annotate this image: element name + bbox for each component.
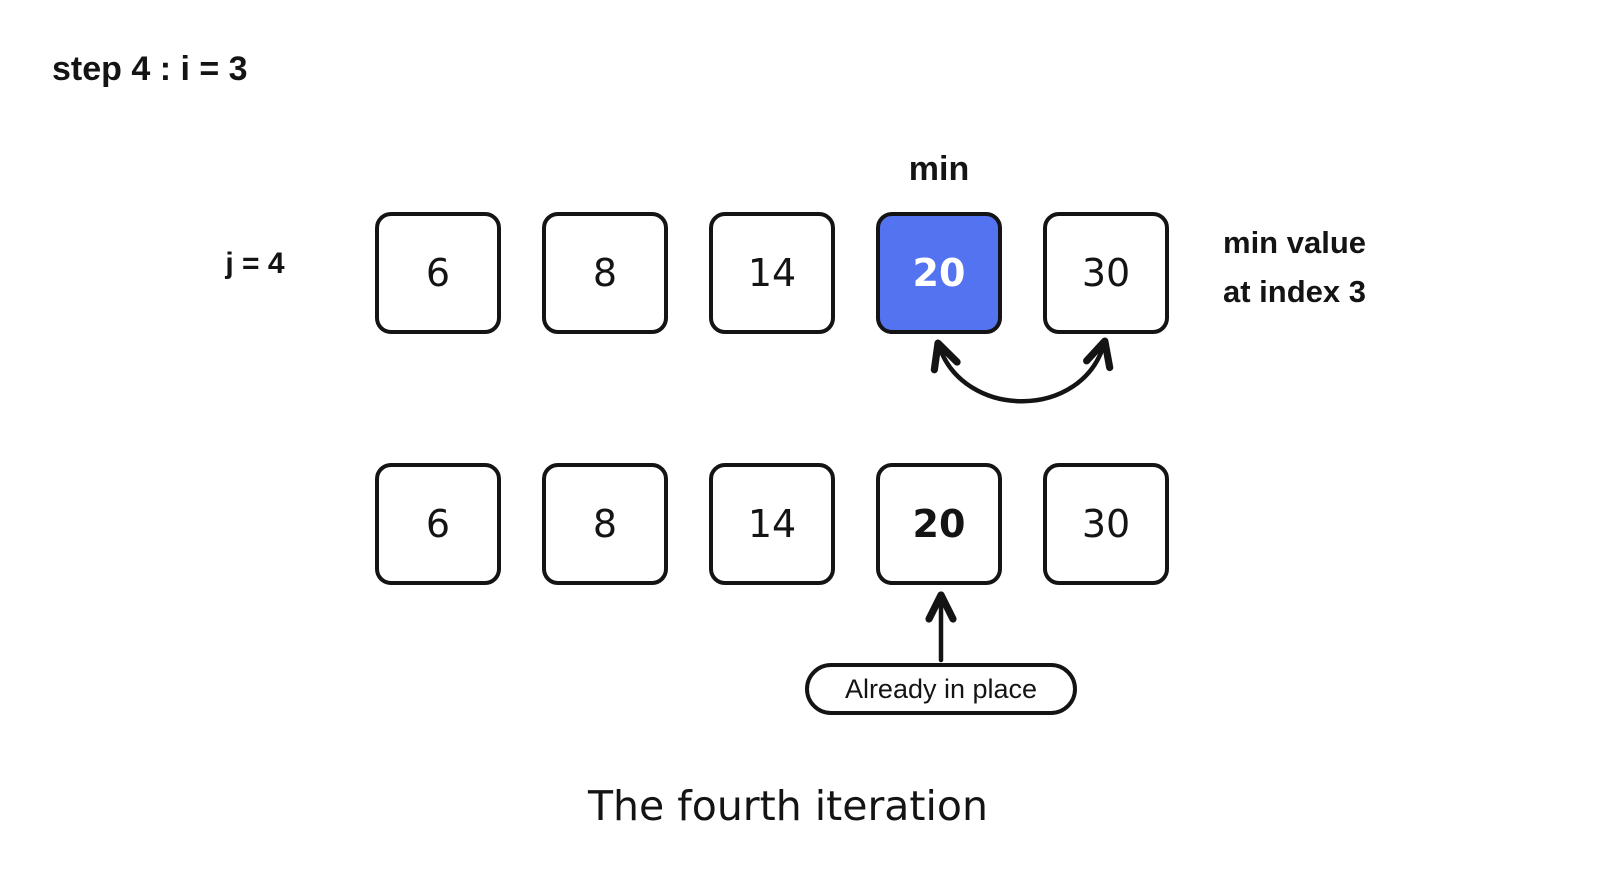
array-cell: 8 — [542, 212, 668, 334]
j-pointer-label: j = 4 — [225, 247, 285, 280]
array-after: 6 8 14 20 30 — [375, 463, 1169, 585]
cell-value: 6 — [425, 251, 451, 295]
array-cell: 30 — [1043, 212, 1169, 334]
already-in-place-pill: Already in place — [805, 663, 1077, 715]
min-label: min — [908, 150, 970, 188]
cell-value: 30 — [1081, 502, 1131, 546]
array-cell-placed: 20 — [876, 463, 1002, 585]
array-cell: 14 — [709, 212, 835, 334]
min-value-note-line2: at index 3 — [1223, 274, 1366, 309]
array-cell: 8 — [542, 463, 668, 585]
cell-value: 30 — [1081, 251, 1131, 295]
array-cell-min: 20 — [876, 212, 1002, 334]
array-cell: 30 — [1043, 463, 1169, 585]
cell-value: 8 — [592, 251, 618, 295]
array-cell: 6 — [375, 212, 501, 334]
array-before: 6 8 14 20 30 — [375, 212, 1169, 334]
swap-arrow — [930, 337, 1114, 404]
cell-value: 14 — [747, 502, 797, 546]
array-cell: 6 — [375, 463, 501, 585]
array-cell: 14 — [709, 463, 835, 585]
min-value-note-line1: min value — [1223, 225, 1366, 260]
min-value-note: min value at index 3 — [1223, 218, 1366, 316]
caption: The fourth iteration — [588, 782, 988, 830]
cell-value: 8 — [592, 502, 618, 546]
cell-value: 20 — [912, 251, 966, 295]
cell-value: 6 — [425, 502, 451, 546]
already-in-place-label: Already in place — [844, 673, 1038, 704]
cell-value: 14 — [747, 251, 797, 295]
step-title: step 4 : i = 3 — [52, 50, 248, 88]
cell-value: 20 — [912, 502, 966, 546]
